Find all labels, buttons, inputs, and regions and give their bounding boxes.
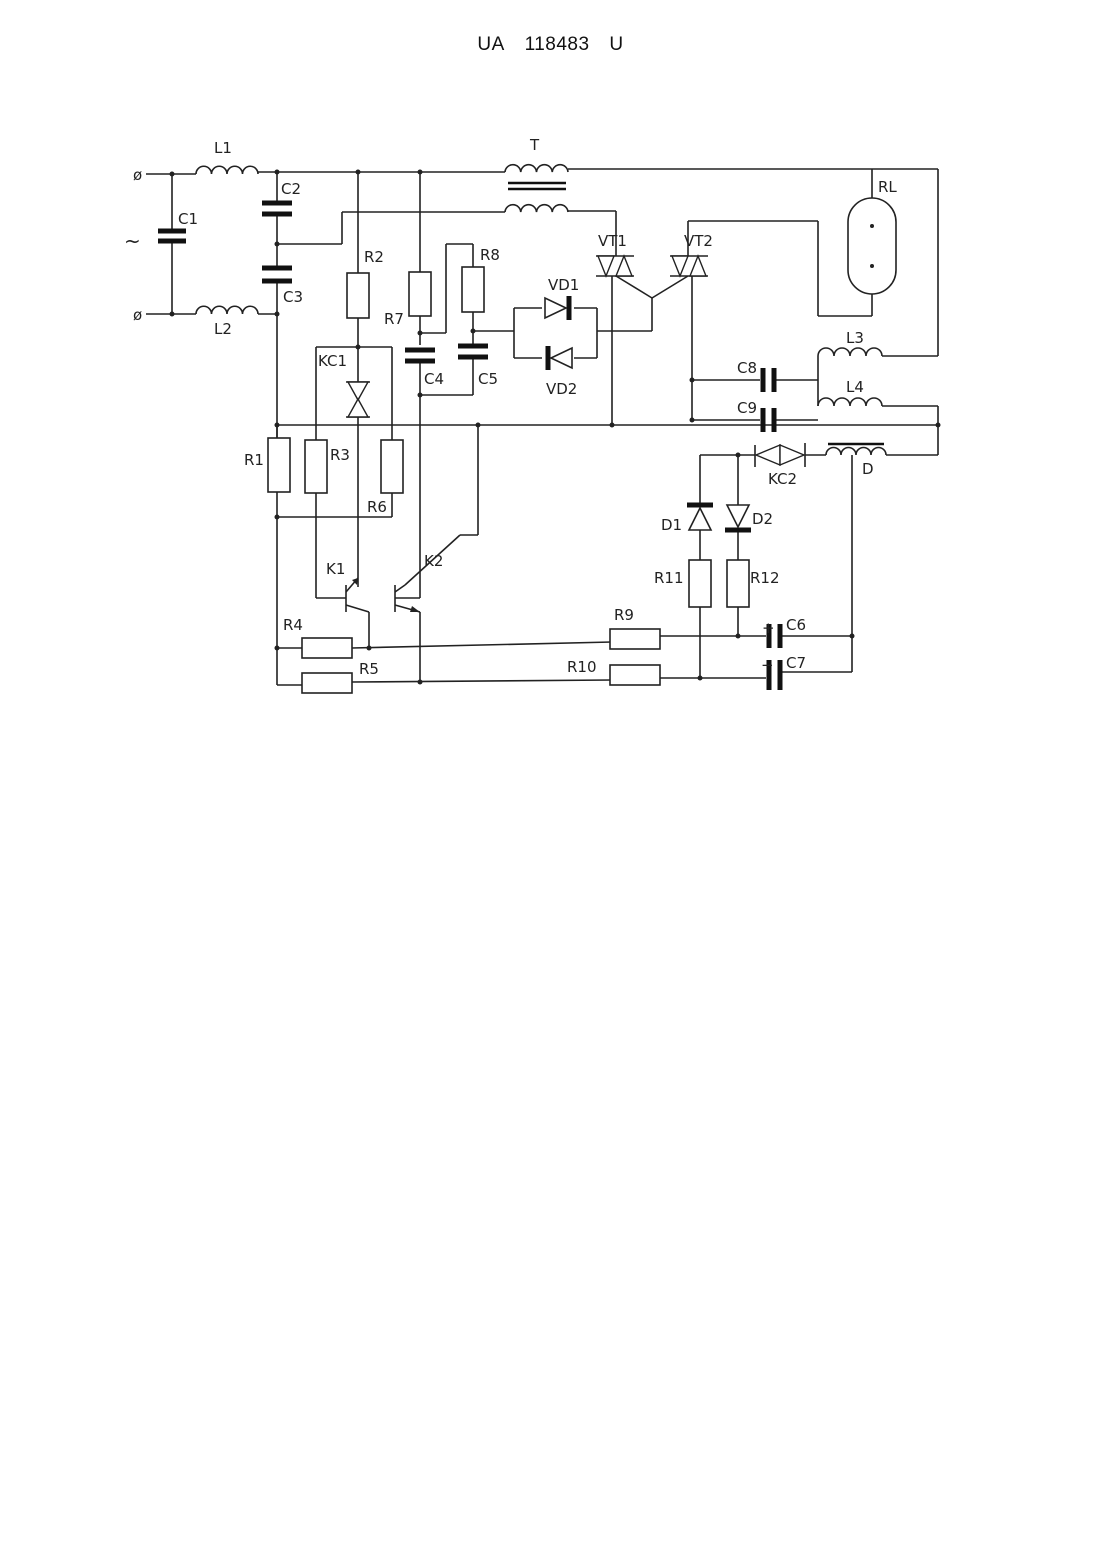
resistor-r7: R7 — [384, 272, 431, 328]
triac-vt1: VT1 — [596, 232, 634, 276]
dinistor-kc2: KC2 — [755, 443, 805, 488]
label-l4: L4 — [846, 378, 864, 396]
ac-source-icon: ~ — [124, 229, 141, 253]
diode-vd2: VD2 — [546, 346, 577, 398]
label-d1: D1 — [661, 516, 682, 534]
junctions — [170, 170, 941, 685]
ac-input: ø ø ~ — [124, 166, 142, 324]
capacitor-c6: + C6 — [762, 616, 806, 648]
choke-d: D — [826, 444, 886, 478]
capacitor-c1: C1 — [158, 210, 198, 241]
label-vt1: VT1 — [598, 232, 627, 250]
label-vt2: VT2 — [684, 232, 713, 250]
resistor-r2: R2 — [347, 248, 384, 318]
transformer-t: T — [505, 136, 568, 212]
label-r3: R3 — [330, 446, 350, 464]
label-c7: C7 — [786, 654, 806, 672]
label-r9: R9 — [614, 606, 634, 624]
terminal-bottom-symbol: ø — [133, 306, 142, 324]
label-l2: L2 — [214, 320, 232, 338]
label-r8: R8 — [480, 246, 500, 264]
resistor-r9: R9 — [610, 606, 660, 649]
label-r10: R10 — [567, 658, 597, 676]
label-t: T — [529, 136, 540, 154]
resistor-r6: R6 — [367, 440, 403, 516]
label-c2: C2 — [281, 180, 301, 198]
label-r12: R12 — [750, 569, 780, 587]
inductor-l1: L1 — [196, 139, 258, 174]
dinistor-kc1: KC1 — [318, 352, 370, 417]
label-rl: RL — [878, 178, 897, 196]
label-r7: R7 — [384, 310, 404, 328]
label-l3: L3 — [846, 329, 864, 347]
label-r2: R2 — [364, 248, 384, 266]
label-c8: C8 — [737, 359, 757, 377]
label-c3: C3 — [283, 288, 303, 306]
wires — [146, 169, 938, 685]
label-vd2: VD2 — [546, 380, 577, 398]
label-c5: C5 — [478, 370, 498, 388]
capacitor-c3: C3 — [262, 268, 303, 306]
resistor-r1: R1 — [244, 438, 290, 492]
label-r4: R4 — [283, 616, 303, 634]
capacitor-c4: C4 — [405, 350, 444, 388]
inductor-l3: L3 — [818, 329, 882, 356]
label-k1: K1 — [326, 560, 345, 578]
label-r11: R11 — [654, 569, 684, 587]
label-r1: R1 — [244, 451, 264, 469]
resistor-r5: R5 — [302, 660, 379, 693]
capacitor-c2: C2 — [262, 180, 301, 214]
label-d: D — [862, 460, 874, 478]
capacitor-c8: C8 — [737, 359, 774, 392]
label-kc2: KC2 — [768, 470, 797, 488]
resistor-r8: R8 — [462, 246, 500, 312]
label-r5: R5 — [359, 660, 379, 678]
diode-vd1: VD1 — [545, 276, 579, 320]
resistor-r11: R11 — [654, 560, 711, 607]
label-r6: R6 — [367, 498, 387, 516]
resistor-r3: R3 — [305, 440, 350, 493]
label-c1: C1 — [178, 210, 198, 228]
label-c6: C6 — [786, 616, 806, 634]
label-vd1: VD1 — [548, 276, 579, 294]
resistor-r4: R4 — [283, 616, 352, 658]
inductor-l4: L4 — [818, 378, 882, 406]
label-l1: L1 — [214, 139, 232, 157]
label-c9: C9 — [737, 399, 757, 417]
inductor-l2: L2 — [196, 306, 258, 338]
capacitor-c9: C9 — [737, 399, 774, 432]
triac-vt2: VT2 — [670, 232, 713, 276]
label-c4: C4 — [424, 370, 444, 388]
diode-d1: D1 — [661, 505, 713, 534]
label-d2: D2 — [752, 510, 773, 528]
label-k2: K2 — [424, 552, 443, 570]
transistor-k1: K1 — [326, 560, 369, 612]
terminal-top-symbol: ø — [133, 166, 142, 184]
resistor-r12: R12 — [727, 560, 780, 607]
label-kc1: KC1 — [318, 352, 347, 370]
diode-d2: D2 — [725, 505, 773, 530]
c6-plus-symbol: + — [762, 619, 775, 637]
c7-minus-symbol: − — [761, 656, 774, 674]
capacitor-c5: C5 — [458, 346, 498, 388]
transistor-k2: K2 — [395, 552, 443, 612]
